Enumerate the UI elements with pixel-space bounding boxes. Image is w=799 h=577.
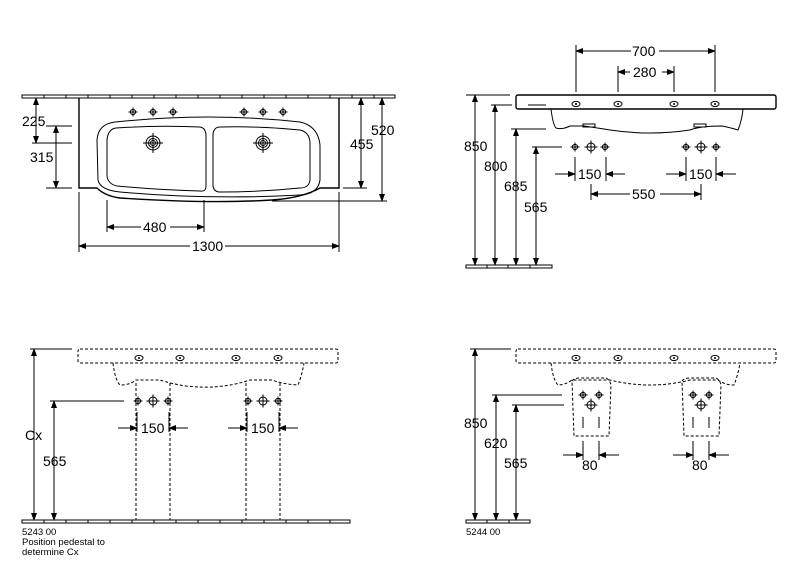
- dim-565: 565: [504, 455, 528, 471]
- dim-80-left: 80: [582, 457, 598, 473]
- basin-front-outline-dashed: [77, 348, 339, 364]
- dim-620: 620: [484, 435, 508, 451]
- water-connection-icon: [600, 142, 610, 152]
- dim-150-left: 150: [578, 166, 602, 182]
- dim-480: 480: [143, 219, 167, 235]
- basin-front-outline-dashed: [515, 348, 777, 364]
- front-view-wall-mounted: 700 280 850 800 685 565 150 150: [464, 43, 777, 269]
- tap-hole-icon: [571, 354, 581, 362]
- tap-hole-icon: [128, 107, 138, 117]
- tap-hole-icon: [239, 107, 249, 117]
- dim-cx: Cx: [25, 427, 42, 443]
- water-connection-icon: [578, 390, 588, 400]
- dim-520: 520: [371, 122, 395, 138]
- tap-hole-icon: [175, 354, 185, 362]
- tap-hole-icon: [669, 354, 679, 362]
- tap-hole-icon: [273, 354, 283, 362]
- article-number: 5244 00: [466, 527, 500, 538]
- dim-315: 315: [30, 149, 54, 165]
- waste-connection-icon: [694, 398, 708, 412]
- waste-connection-icon: [256, 394, 270, 408]
- dim-565: 565: [43, 453, 67, 469]
- drain-right-icon: [252, 132, 274, 154]
- water-connection-icon: [681, 142, 691, 152]
- water-connection-icon: [570, 142, 580, 152]
- tap-hole-icon: [278, 107, 288, 117]
- top-view: 225 315 480 1300 455 520: [21, 94, 396, 254]
- tap-hole-icon: [571, 100, 581, 108]
- dim-700: 700: [632, 43, 656, 59]
- front-view-pedestal: Cx 565 150 150 5243 00 Position pedestal…: [21, 348, 351, 558]
- water-connection-icon: [243, 396, 253, 406]
- tap-hole-icon: [669, 100, 679, 108]
- dim-225: 225: [22, 113, 46, 129]
- floor-tiles: [465, 264, 553, 269]
- waste-connection-icon: [584, 398, 598, 412]
- drain-left-icon: [142, 132, 164, 154]
- waste-connection-icon: [694, 140, 708, 154]
- dim-280: 280: [633, 64, 657, 80]
- dim-455: 455: [350, 136, 374, 152]
- pedestal-left: [135, 383, 171, 520]
- tap-hole-icon: [613, 354, 623, 362]
- dim-150-left: 150: [141, 420, 165, 436]
- front-view-semi-pedestal: 850 620 565 80 80 5244 00: [464, 348, 777, 538]
- dim-1300: 1300: [192, 238, 223, 254]
- floor-tiles: [465, 519, 531, 524]
- water-connection-icon: [163, 396, 173, 406]
- article-number: 5243 00: [22, 527, 56, 538]
- pedestal-right: [245, 383, 281, 520]
- water-connection-icon: [688, 390, 698, 400]
- water-connection-icon: [594, 390, 604, 400]
- tap-hole-icon: [710, 354, 720, 362]
- semi-pedestal-right: [681, 377, 722, 437]
- water-connection-icon: [704, 390, 714, 400]
- tap-hole-icon: [231, 354, 241, 362]
- dim-850: 850: [464, 415, 488, 431]
- dim-80-right: 80: [692, 457, 708, 473]
- water-connection-icon: [711, 142, 721, 152]
- basin-top-outline: [78, 98, 340, 203]
- tap-hole-icon: [148, 107, 158, 117]
- water-connection-icon: [133, 396, 143, 406]
- dim-850: 850: [464, 138, 488, 154]
- basin-front-outline: [515, 94, 777, 110]
- water-connection-icon: [273, 396, 283, 406]
- dim-565: 565: [524, 199, 548, 215]
- tap-hole-icon: [613, 100, 623, 108]
- tap-hole-icon: [134, 354, 144, 362]
- dim-685: 685: [504, 178, 528, 194]
- note-line-1: Position pedestal to: [22, 537, 105, 548]
- semi-pedestal-left: [571, 377, 612, 437]
- tap-hole-icon: [258, 107, 268, 117]
- waste-connection-icon: [146, 394, 160, 408]
- dim-150-right: 150: [689, 166, 713, 182]
- dim-150-right: 150: [251, 420, 275, 436]
- floor-tiles: [21, 519, 351, 524]
- dim-800: 800: [484, 158, 508, 174]
- waste-connection-icon: [584, 140, 598, 154]
- note-line-2: determine Cx: [22, 547, 79, 558]
- dim-550: 550: [632, 186, 656, 202]
- tap-hole-icon: [710, 100, 720, 108]
- wall-tiles: [21, 94, 396, 99]
- tap-hole-icon: [168, 107, 178, 117]
